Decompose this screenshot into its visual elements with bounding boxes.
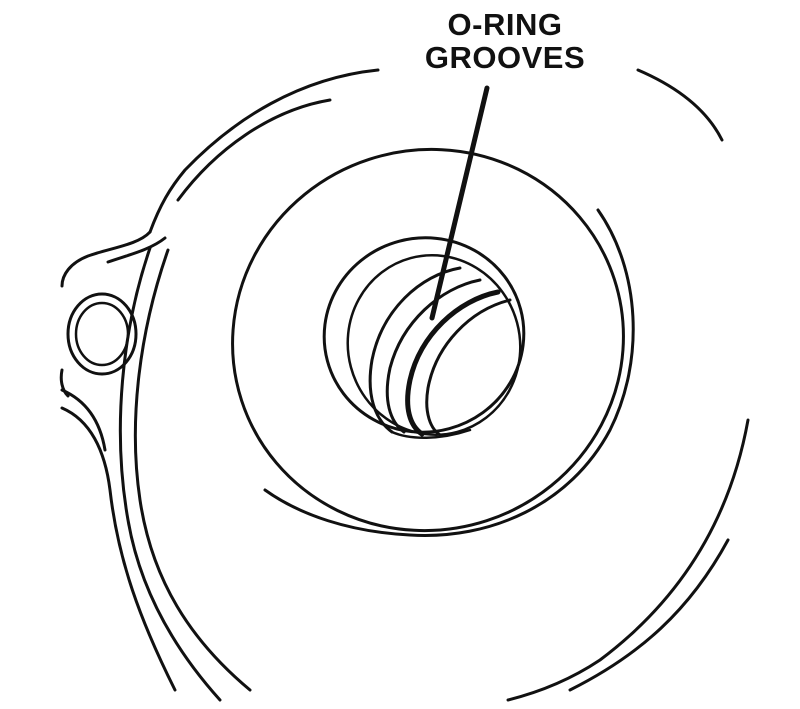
- housing-right-edge: [506, 418, 750, 702]
- housing-body-rim: [60, 246, 252, 702]
- o-ring-grooves: [368, 266, 512, 439]
- callout-line-1: O-RING: [447, 7, 563, 42]
- raised-boss: [231, 147, 635, 537]
- bore-opening: [322, 236, 526, 436]
- callout-leader-line: [429, 85, 490, 321]
- callout-line-2: GROOVES: [424, 40, 586, 75]
- o-ring-grooves-callout: O-RING GROOVES: [400, 8, 610, 74]
- housing-outer-edge: [148, 68, 724, 234]
- mounting-ear: [59, 230, 167, 398]
